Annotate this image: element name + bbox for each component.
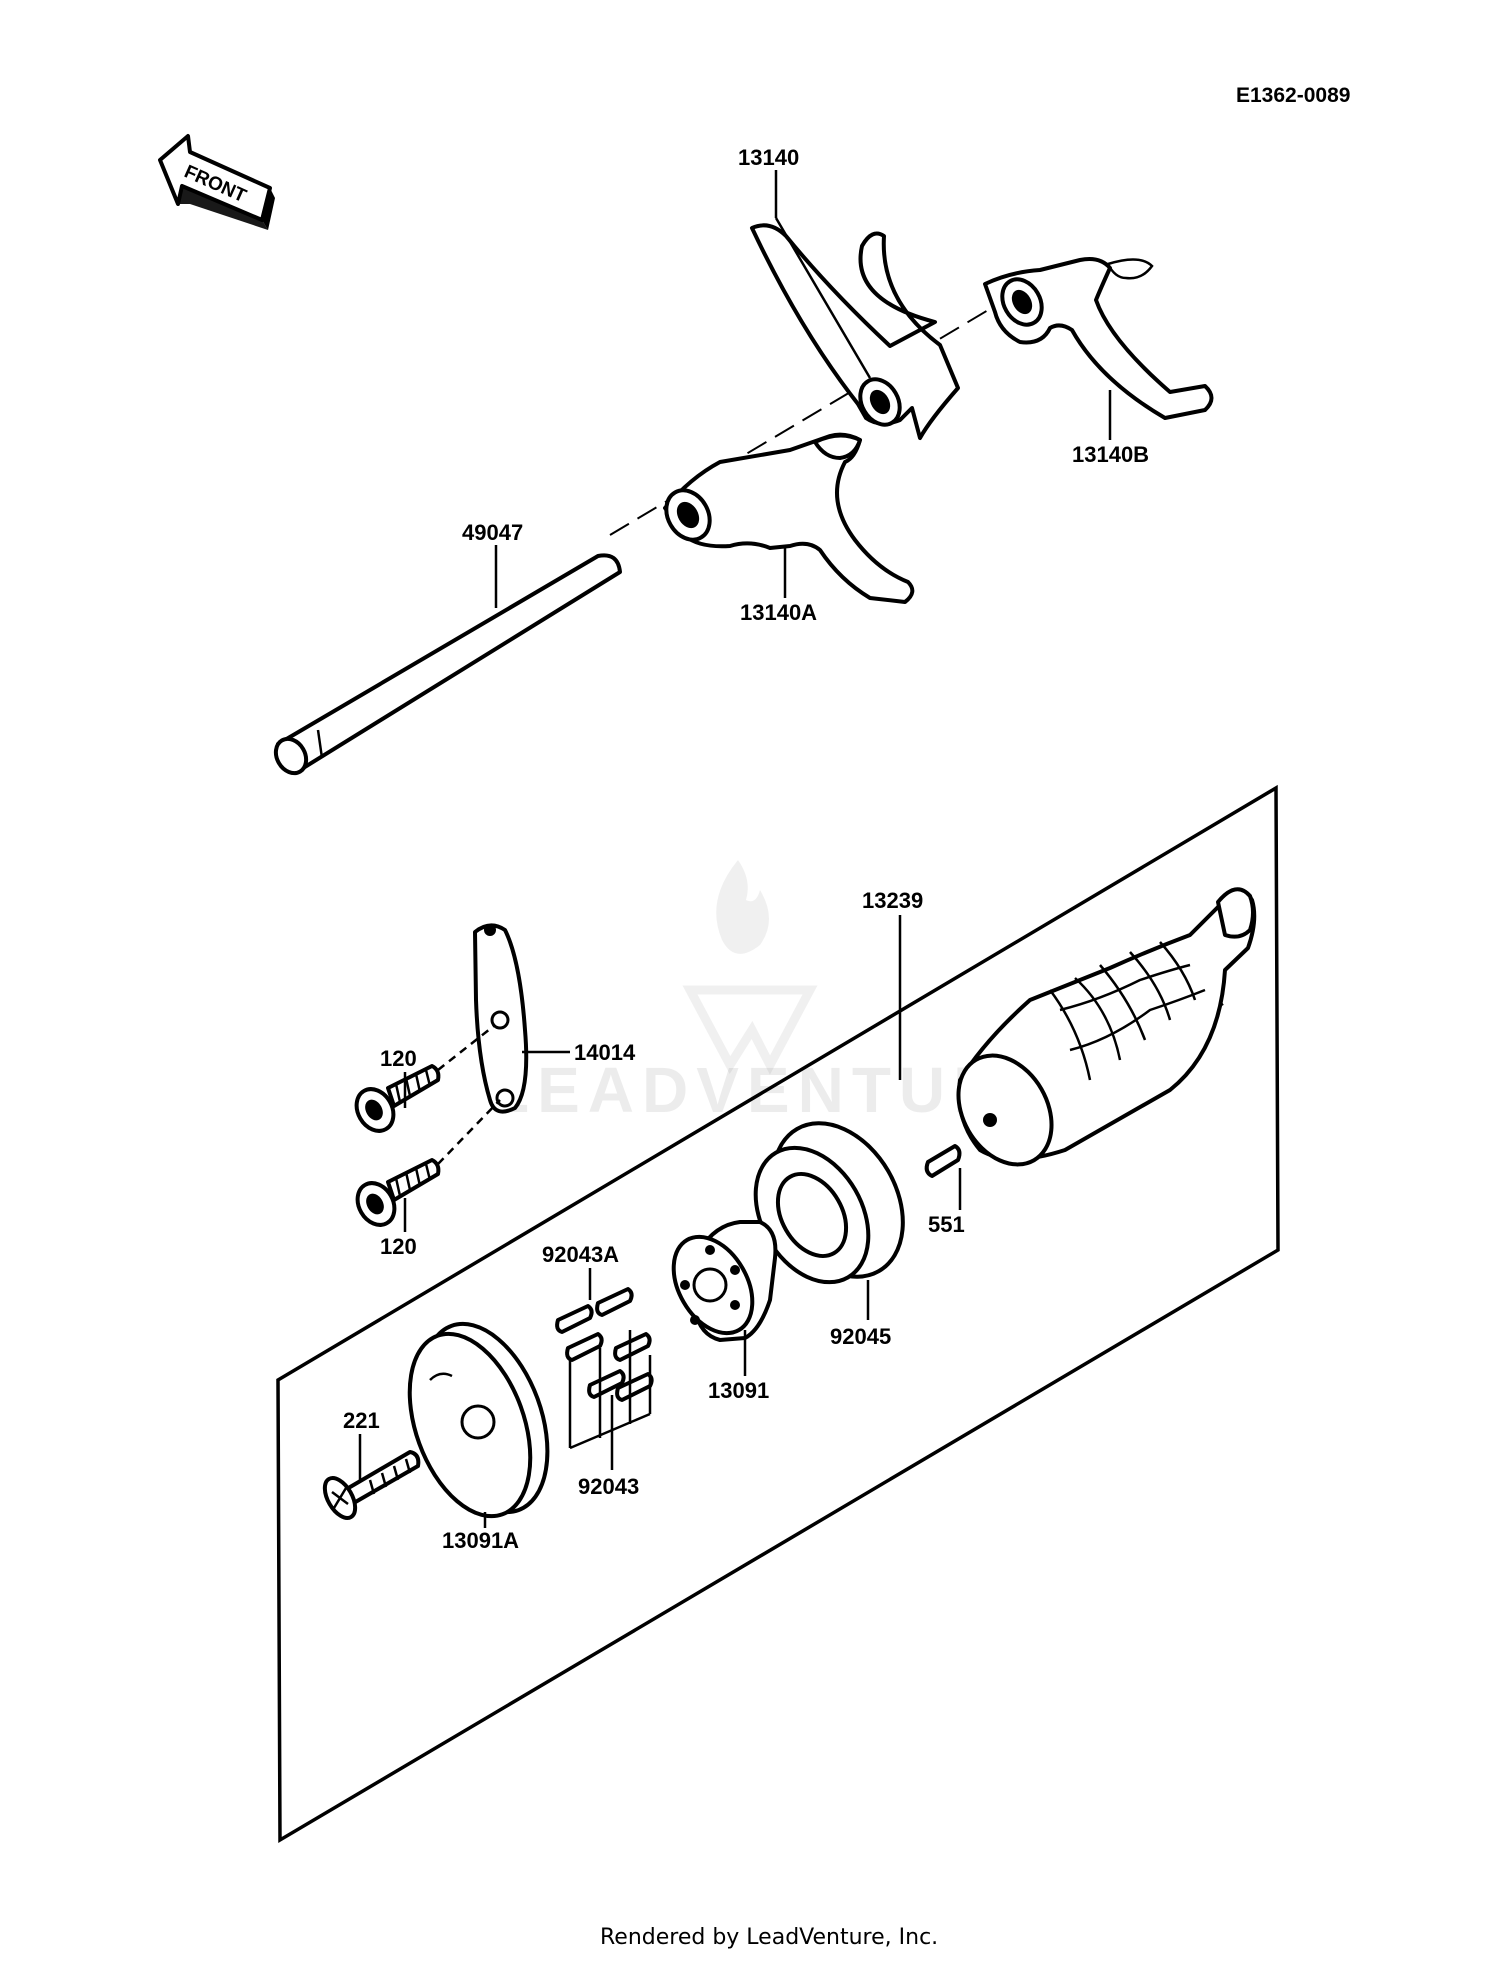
label-221: 221 [343,1408,380,1433]
stopper-plate-14014 [473,923,529,1114]
screw-upper-connector [437,1024,496,1071]
front-arrow-icon: FRONT [158,134,275,230]
leader-lines [358,170,1112,1528]
shift-fork-13140b [983,257,1214,420]
label-13091a: 13091A [442,1528,519,1553]
screw-lower-connector [437,1099,501,1165]
pin-551 [924,1144,962,1178]
label-13140a: 13140A [740,600,817,625]
dowel-pins-92043 [555,1287,654,1450]
label-551: 551 [928,1212,965,1237]
drum-assembly-frame [276,784,1280,1844]
screw-120-upper [354,1064,441,1133]
part-labels: 13140 13140B 13140A 49047 13239 120 1401… [343,145,1149,1553]
drum-plate-13091a [407,1321,550,1519]
label-13091: 13091 [708,1378,769,1403]
footer-credit: Rendered by LeadVenture, Inc. [600,1925,938,1950]
label-92043: 92043 [578,1474,639,1499]
drum-cam-13091 [671,1220,778,1342]
label-49047: 49047 [462,520,523,545]
label-14014: 14014 [574,1040,636,1065]
label-13140b: 13140B [1072,442,1149,467]
screw-221 [322,1450,421,1520]
label-92043a: 92043A [542,1242,619,1267]
label-13140: 13140 [738,145,799,170]
shift-fork-13140 [750,223,960,440]
screw-120-lower [355,1158,441,1227]
label-92045: 92045 [830,1324,891,1349]
shift-drum-13239 [956,887,1257,1167]
bearing-92045 [753,1121,905,1285]
fork-shaft-49047 [273,553,622,776]
label-120-upper: 120 [380,1046,417,1071]
label-13239: 13239 [862,888,923,913]
shift-fork-13140a [663,432,915,604]
diagram-ref: E1362-0089 [1236,84,1350,107]
label-120-lower: 120 [380,1234,417,1259]
